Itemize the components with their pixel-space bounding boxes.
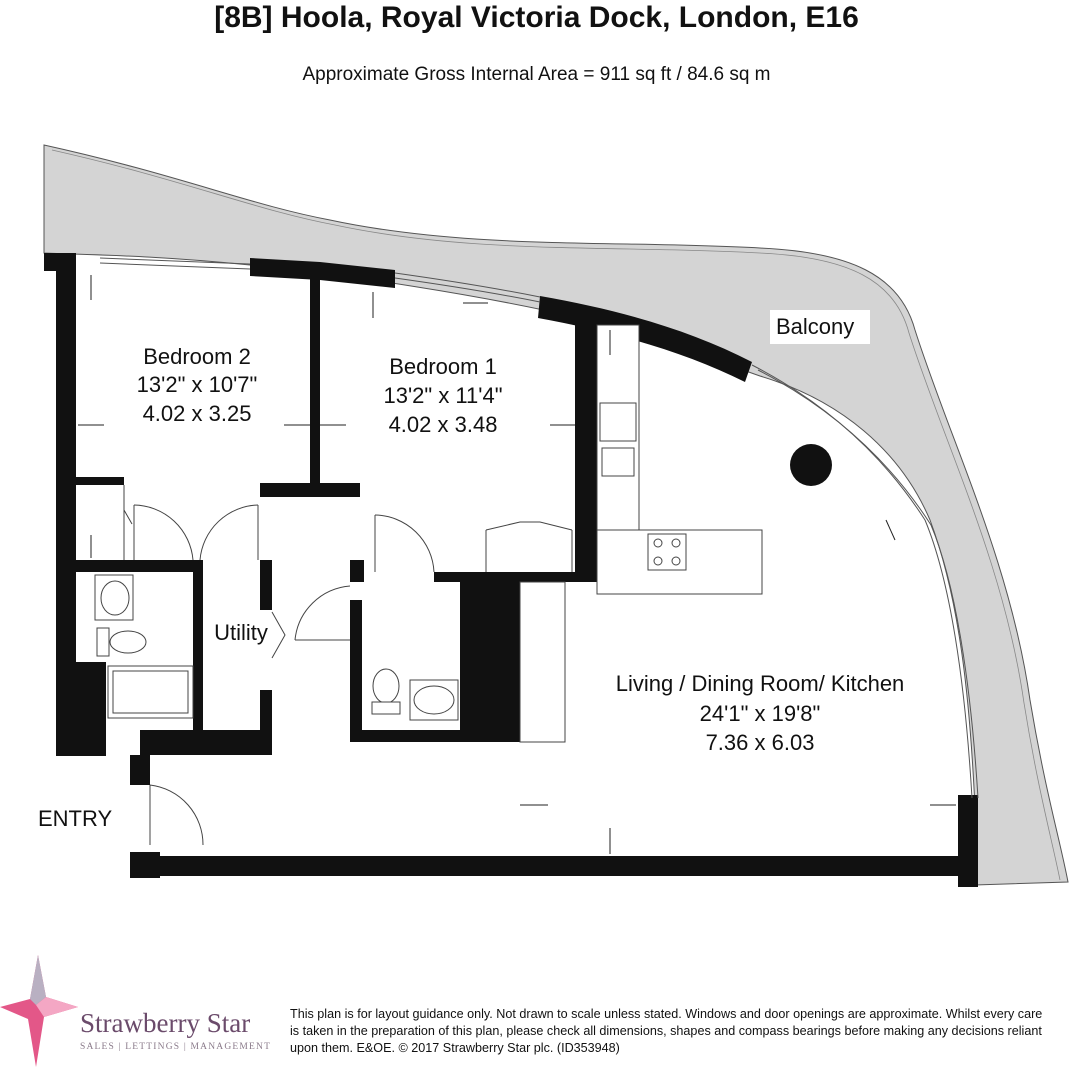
bedroom2-metric: 4.02 x 3.25 xyxy=(143,401,252,426)
column xyxy=(790,444,832,486)
bedroom2-imperial: 13'2" x 10'7" xyxy=(137,372,258,397)
strawberry-star-logo xyxy=(0,955,78,1067)
gross-area-text: Approximate Gross Internal Area = 911 sq… xyxy=(302,64,771,85)
utility-label: Utility xyxy=(214,620,268,645)
bedroom1-name: Bedroom 1 xyxy=(389,354,497,379)
bedroom2-name: Bedroom 2 xyxy=(143,344,251,369)
living-name: Living / Dining Room/ Kitchen xyxy=(616,671,905,696)
walls xyxy=(44,253,978,887)
disclaimer-text: This plan is for layout guidance only. N… xyxy=(290,1007,1043,1055)
bedroom1-metric: 4.02 x 3.48 xyxy=(389,412,498,437)
brand-name: Strawberry Star xyxy=(80,1008,251,1038)
living-metric: 7.36 x 6.03 xyxy=(706,730,815,755)
bedroom1-imperial: 13'2" x 11'4" xyxy=(383,383,502,408)
balcony-label: Balcony xyxy=(776,314,854,339)
living-imperial: 24'1" x 19'8" xyxy=(700,701,821,726)
page-title: [8B] Hoola, Royal Victoria Dock, London,… xyxy=(214,1,859,34)
brand-tagline: SALES | LETTINGS | MANAGEMENT xyxy=(80,1042,272,1052)
balcony-area xyxy=(43,144,1069,886)
entry-label: ENTRY xyxy=(38,806,112,831)
floor-plan: Bedroom 2 13'2" x 10'7" 4.02 x 3.25 Bedr… xyxy=(38,144,1069,887)
